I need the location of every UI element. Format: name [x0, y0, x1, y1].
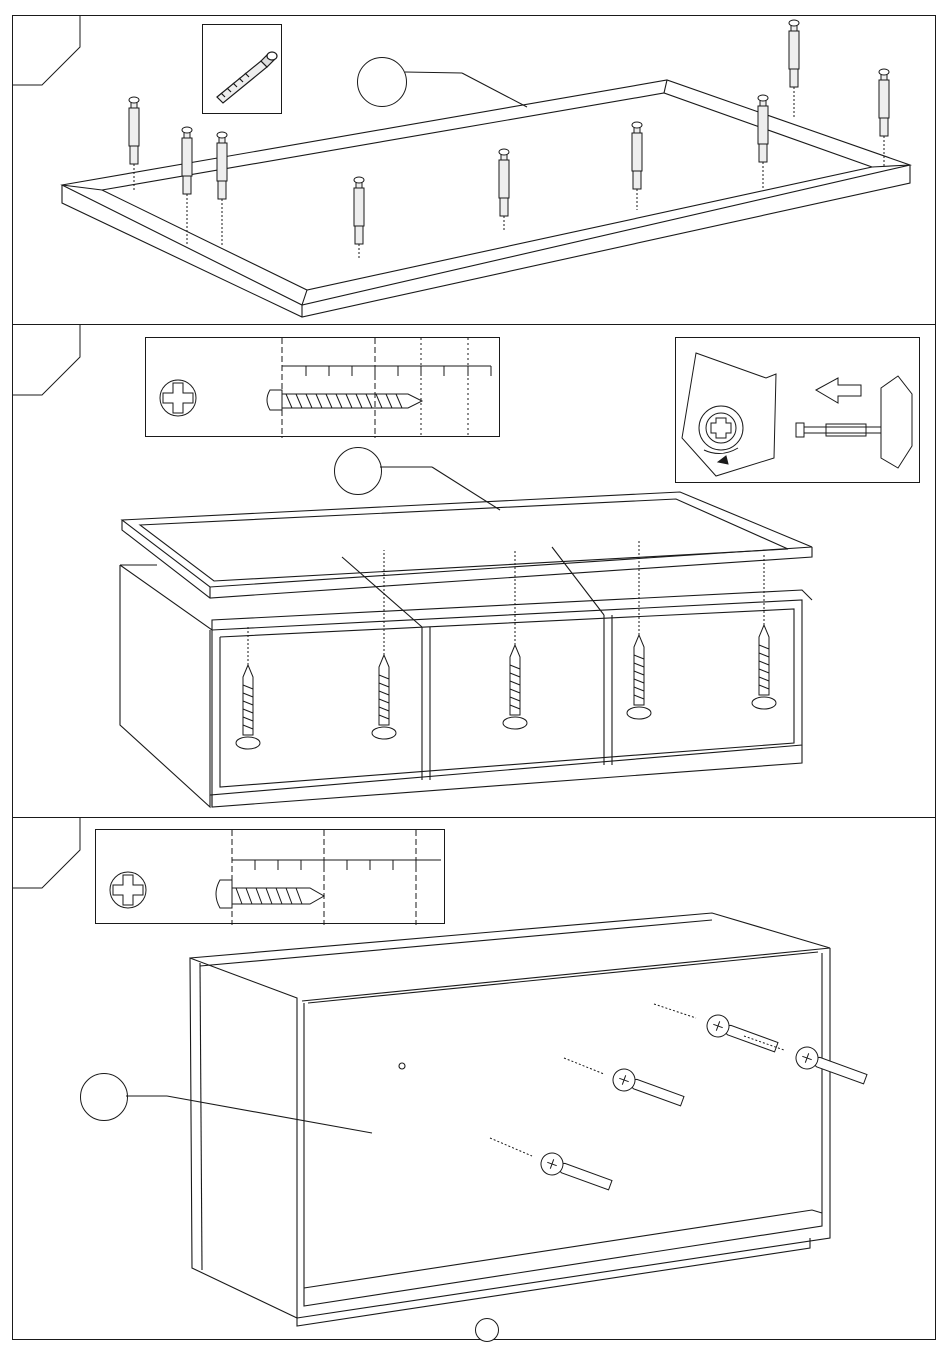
cam-dowel — [217, 132, 227, 245]
screw — [627, 540, 651, 719]
screw — [538, 1150, 614, 1196]
screws — [490, 1004, 869, 1196]
cam-dowel — [758, 95, 768, 190]
step-panel-3 — [12, 818, 936, 1340]
page-number — [475, 1318, 499, 1342]
cam-dowel — [354, 177, 364, 260]
screw — [236, 625, 260, 749]
cam-dowel — [632, 122, 642, 210]
screw — [752, 555, 776, 709]
step-panel-2 — [12, 325, 936, 818]
frame-panel-drawing — [12, 15, 936, 325]
cam-dowel — [879, 69, 889, 167]
screws — [236, 540, 776, 749]
cabinet-top-assembly-drawing — [12, 325, 936, 818]
screw — [372, 550, 396, 739]
step-panel-1 — [12, 15, 936, 325]
cam-dowel — [182, 127, 192, 245]
cam-dowel — [499, 149, 509, 232]
cabinet-back-panel-drawing — [12, 818, 936, 1340]
cam-dowels — [129, 20, 889, 260]
screw — [610, 1066, 686, 1112]
screw — [704, 1012, 780, 1058]
cam-dowel — [789, 20, 799, 118]
cam-dowel — [129, 97, 139, 190]
screw — [793, 1044, 869, 1090]
